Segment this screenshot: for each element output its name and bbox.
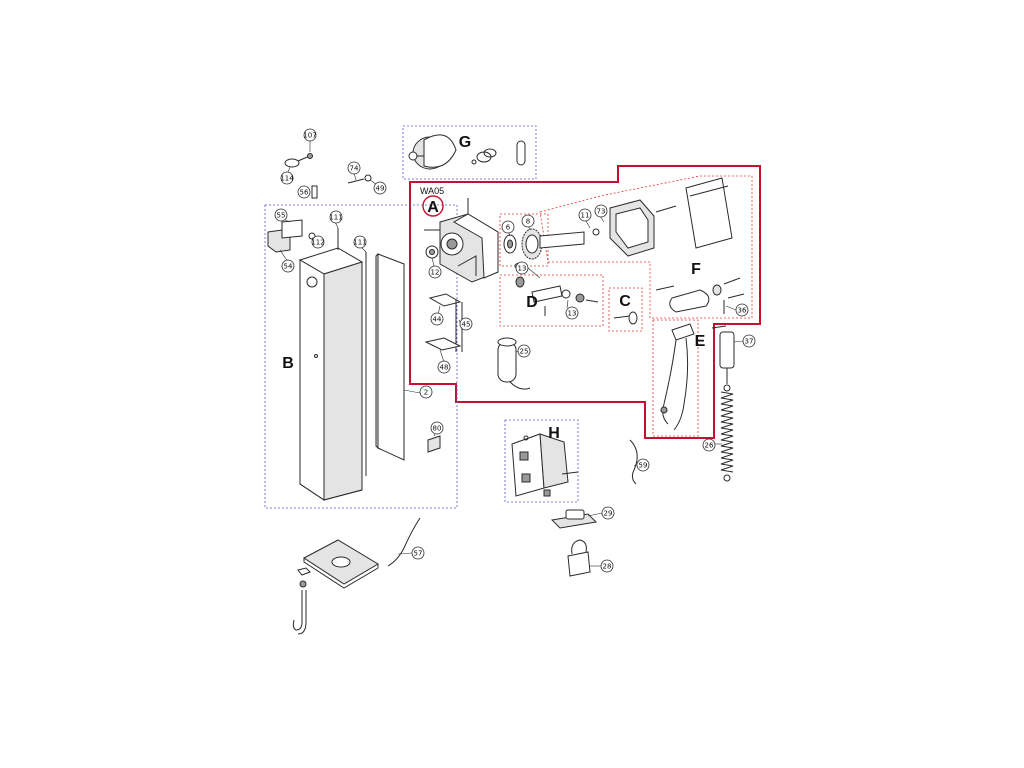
part-number: 49 xyxy=(376,185,385,193)
spring-assembly xyxy=(719,331,735,482)
part-number: 11 xyxy=(581,212,590,220)
part-bubble: 28 xyxy=(600,559,614,573)
part-bubble: 26 xyxy=(702,438,716,452)
group-label-d: D xyxy=(526,294,538,311)
part-bubble: 111 xyxy=(329,210,343,224)
small-parts-top-left xyxy=(284,153,372,199)
group-box-c xyxy=(608,287,643,332)
group-g-parts xyxy=(408,134,526,170)
part-bubble: 111 xyxy=(353,235,367,249)
part-bubble: 59 xyxy=(636,458,650,472)
part-number: 26 xyxy=(705,442,714,450)
part-bubble: 12 xyxy=(428,265,442,279)
part-number: 112 xyxy=(311,239,324,247)
group-label-c: C xyxy=(619,293,631,310)
part-number: 13 xyxy=(568,310,577,318)
group-box-f xyxy=(539,175,753,319)
group-a-circle xyxy=(422,195,444,217)
part-bubble: 11 xyxy=(578,208,592,222)
part-number: 6 xyxy=(506,224,511,232)
part-bubble: 2 xyxy=(419,385,433,399)
part-number: 44 xyxy=(433,316,442,324)
model-code: WA05 xyxy=(420,186,444,196)
part-bubble: 114 xyxy=(280,171,294,185)
gearbox-assembly xyxy=(424,198,499,283)
part-bubble: 48 xyxy=(437,360,451,374)
part-number: 29 xyxy=(604,510,613,518)
part-bubble: 107 xyxy=(303,128,317,142)
part-bubble: 54 xyxy=(281,259,295,273)
group-box-e xyxy=(652,319,699,437)
part-number: 107 xyxy=(303,132,316,140)
part-bubble: 13 xyxy=(565,306,579,320)
column-body xyxy=(267,219,441,501)
part-number: 2 xyxy=(424,389,428,397)
part-bubble: 37 xyxy=(742,334,756,348)
part-number: 36 xyxy=(738,307,747,315)
part-number: 45 xyxy=(462,321,471,329)
part-bubble: 6 xyxy=(501,220,515,234)
operator-assembly-outline xyxy=(409,165,761,439)
part-bubble: 73 xyxy=(594,204,608,218)
part-number: 54 xyxy=(284,263,293,271)
part-number: 80 xyxy=(433,425,442,433)
part-number: 73 xyxy=(597,208,606,216)
part-number: 55 xyxy=(277,212,286,220)
part-bubble: 112 xyxy=(311,235,325,249)
part-bubble: 49 xyxy=(373,181,387,195)
part-number: 48 xyxy=(440,364,449,372)
gear-set xyxy=(503,228,600,270)
group-box-b xyxy=(264,204,458,509)
part-bubble: 13 xyxy=(515,261,529,275)
group-label-h: H xyxy=(548,425,560,442)
group-label-a: A xyxy=(427,199,439,216)
part-number: 111 xyxy=(329,214,342,222)
brackets-and-capacitor xyxy=(424,293,531,390)
group-d-parts xyxy=(515,276,599,316)
part-bubble: 57 xyxy=(411,546,425,560)
part-number: 74 xyxy=(350,165,359,173)
control-box xyxy=(511,433,579,497)
group-c-parts xyxy=(613,311,638,325)
part-number: 114 xyxy=(280,175,294,183)
group-e-wiring xyxy=(660,323,727,431)
part-bubble: 56 xyxy=(297,185,311,199)
group-label-e: E xyxy=(695,333,706,350)
part-bubble: 36 xyxy=(735,303,749,317)
part-bubble: 80 xyxy=(430,421,444,435)
part-number: 13 xyxy=(518,265,527,273)
group-box-d xyxy=(499,274,604,327)
part-number: 12 xyxy=(431,269,440,277)
part-number: 25 xyxy=(520,348,529,356)
part-bubble: 8 xyxy=(521,214,535,228)
group-label-f: F xyxy=(691,261,701,278)
part-bubble: 74 xyxy=(347,161,361,175)
part-number: 111 xyxy=(353,239,366,247)
group-label-b: B xyxy=(282,355,294,372)
part-bubble: 45 xyxy=(459,317,473,331)
group-label-g: G xyxy=(459,134,471,151)
part-bubble: 44 xyxy=(430,312,444,326)
base-assembly xyxy=(292,517,421,635)
part-number: 57 xyxy=(414,550,423,558)
part-bubble: 25 xyxy=(517,344,531,358)
part-number: 28 xyxy=(603,563,612,571)
group-f-parts xyxy=(609,177,745,314)
group-box-h xyxy=(504,419,579,503)
misc-lower-parts xyxy=(550,439,638,577)
part-number: 37 xyxy=(745,338,754,346)
part-number: 8 xyxy=(526,218,530,226)
part-number: 59 xyxy=(639,462,648,470)
part-number: 56 xyxy=(300,189,309,197)
part-bubble: 55 xyxy=(274,208,288,222)
group-box-g xyxy=(402,125,537,180)
part-bubble: 29 xyxy=(601,506,615,520)
